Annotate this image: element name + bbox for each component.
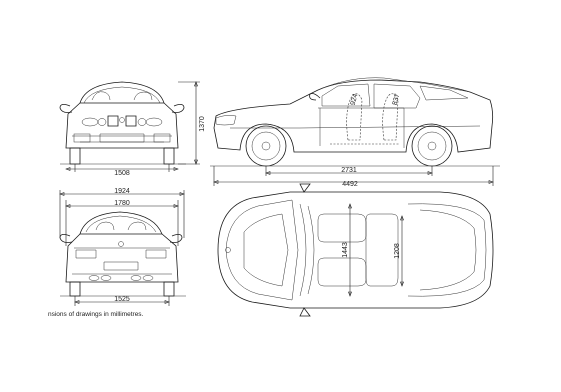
rear-view — [59, 211, 186, 297]
side-b-label: 837 — [392, 93, 402, 106]
front-view-dimensions: 1508 1370 — [65, 81, 206, 177]
side-view-dimensions: 924 837 2731 4492 — [213, 93, 494, 188]
interior-length-label: 1208 — [394, 243, 401, 259]
wheelbase-label: 2731 — [341, 167, 357, 174]
front-view — [59, 81, 186, 165]
front-track-label: 1508 — [114, 170, 130, 177]
interior-width-label: 1443 — [342, 242, 349, 258]
top-view-dimensions: 1443 1208 — [342, 203, 404, 297]
width-label: 1780 — [114, 200, 130, 207]
rear-track-label: 1525 — [114, 296, 130, 303]
side-view — [210, 77, 500, 167]
width-mirrors-label: 1924 — [114, 188, 130, 195]
side-a-label: 924 — [350, 93, 360, 106]
top-view — [217, 183, 494, 317]
height-label: 1370 — [199, 116, 206, 132]
footer-note: nsions of drawings in millimetres. — [48, 311, 144, 318]
length-label: 4492 — [342, 181, 358, 188]
rear-view-dimensions: 1924 1780 1525 — [59, 188, 185, 306]
